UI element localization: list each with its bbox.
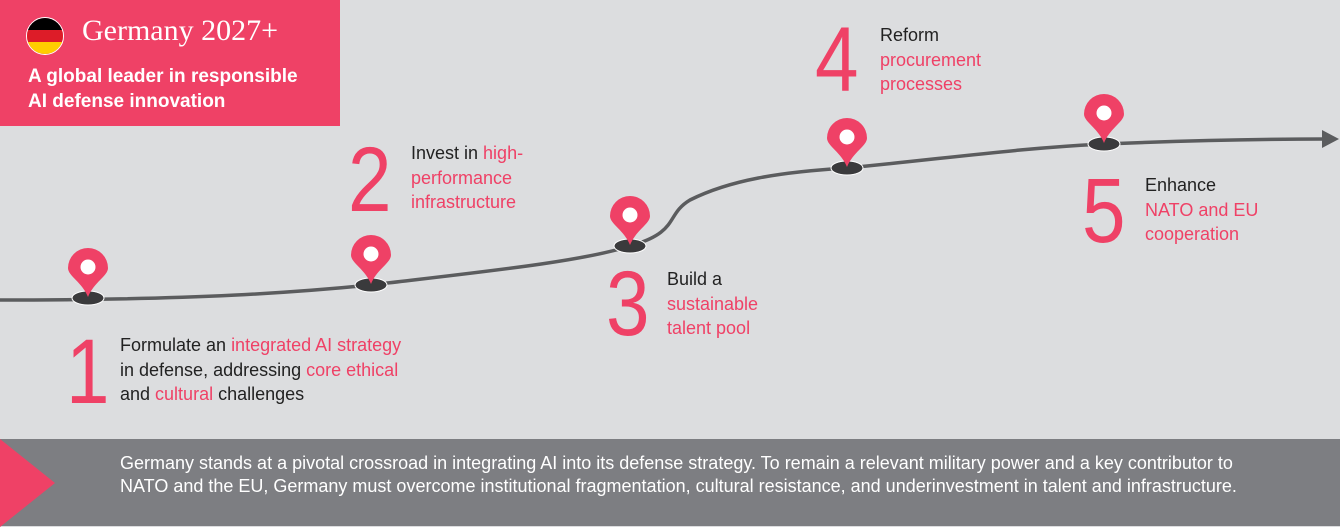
highlighted-text: procurement (880, 49, 982, 70)
plain-text: Reform (880, 25, 940, 45)
description-line: performance (411, 166, 523, 191)
highlighted-text: high- (483, 143, 524, 163)
triangle-marker-icon (0, 439, 55, 527)
description-line: Build a (667, 267, 758, 292)
summary-footer: Germany stands at a pivotal crossroad in… (0, 439, 1340, 527)
highlighted-text: cooperation (1145, 224, 1240, 244)
pin-hole (839, 129, 855, 145)
page-title: Germany 2027+ (82, 14, 279, 47)
description-line: sustainable (667, 292, 758, 317)
highlighted-text: NATO and EU (1145, 199, 1259, 220)
pin-hole (1096, 105, 1112, 121)
roadmap-graphic (0, 94, 1339, 306)
flag-stripe-gold (27, 42, 63, 54)
subtitle-line: A global leader in responsible (28, 66, 298, 87)
step-description: Reform procurement processes (880, 23, 981, 97)
plain-text: Formulate an (120, 335, 232, 355)
description-line: infrastructure (411, 190, 523, 215)
flag-stripe-black (27, 18, 63, 30)
step-number: 2 (348, 129, 392, 231)
description-line: and cultural challenges (120, 382, 401, 407)
step-number: 4 (815, 9, 859, 111)
subtitle-line: AI defense innovation (28, 91, 226, 112)
step-description: Build a sustainable talent pool (667, 267, 758, 341)
step-number: 5 (1082, 160, 1126, 262)
description-line: Reform (880, 23, 981, 48)
plain-text: Enhance (1145, 175, 1217, 195)
plain-text: challenges (213, 384, 305, 404)
highlighted-text: core ethical (306, 359, 399, 380)
description-line: cooperation (1145, 222, 1258, 247)
germany-flag-icon (26, 17, 64, 55)
summary-text: Germany stands at a pivotal crossroad in… (120, 453, 1237, 496)
flag-stripe-red (27, 30, 63, 42)
page-subtitle: A global leader in responsible AI defens… (28, 64, 338, 114)
plain-text: Invest in (411, 143, 484, 163)
pin-hole (363, 246, 379, 262)
pin-hole (80, 259, 96, 275)
plain-text: in defense, addressing (120, 359, 307, 380)
highlighted-text: cultural (155, 384, 214, 404)
description-line: talent pool (667, 316, 758, 341)
roadmap-path (0, 137, 1327, 302)
highlighted-text: talent pool (667, 318, 751, 338)
description-line: Invest in high- (411, 141, 523, 166)
description-line: Enhance (1145, 173, 1258, 198)
location-pin-icon (610, 196, 650, 254)
highlighted-text: infrastructure (411, 192, 517, 212)
plain-text: and (120, 384, 156, 404)
location-pin-icon (1084, 94, 1124, 152)
location-pin-icon (351, 235, 391, 293)
description-line: in defense, addressing core ethical (120, 358, 401, 383)
highlighted-text: processes (880, 74, 963, 94)
step-description: Invest in high-performance infrastructure (411, 141, 523, 215)
description-line: Formulate an integrated AI strategy (120, 333, 401, 358)
step-number: 3 (606, 253, 650, 355)
description-line: NATO and EU (1145, 198, 1258, 223)
highlighted-text: sustainable (667, 293, 759, 314)
description-line: procurement (880, 48, 981, 73)
location-pin-icon (68, 248, 108, 306)
location-pin-icon (827, 118, 867, 176)
step-number: 1 (66, 321, 110, 423)
title-banner: Germany 2027+ A global leader in respons… (0, 0, 340, 126)
arrowhead-icon (1322, 130, 1339, 148)
highlighted-text: performance (411, 167, 513, 188)
plain-text: Build a (667, 269, 723, 289)
highlighted-text: integrated AI strategy (231, 335, 402, 355)
description-line: processes (880, 72, 981, 97)
pin-hole (622, 207, 638, 223)
